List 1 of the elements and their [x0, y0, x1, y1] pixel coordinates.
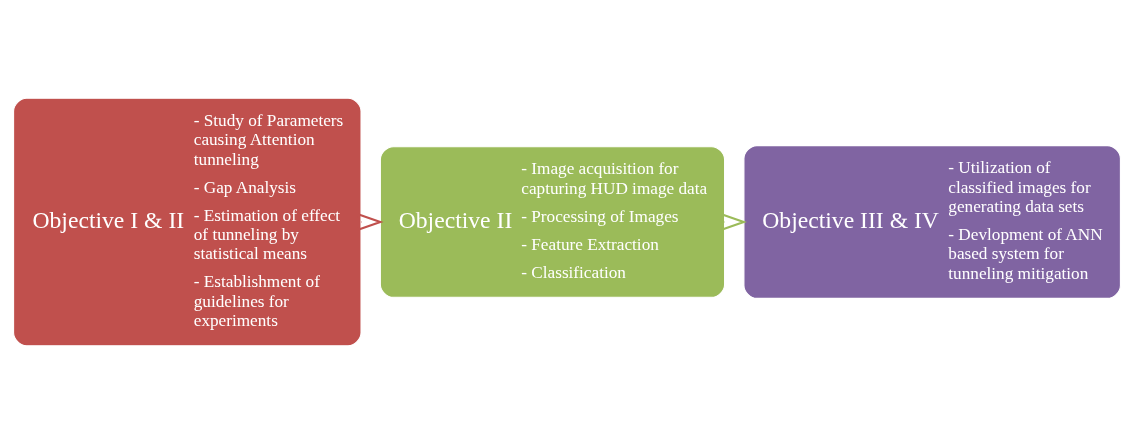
- arrow: [357, 212, 384, 231]
